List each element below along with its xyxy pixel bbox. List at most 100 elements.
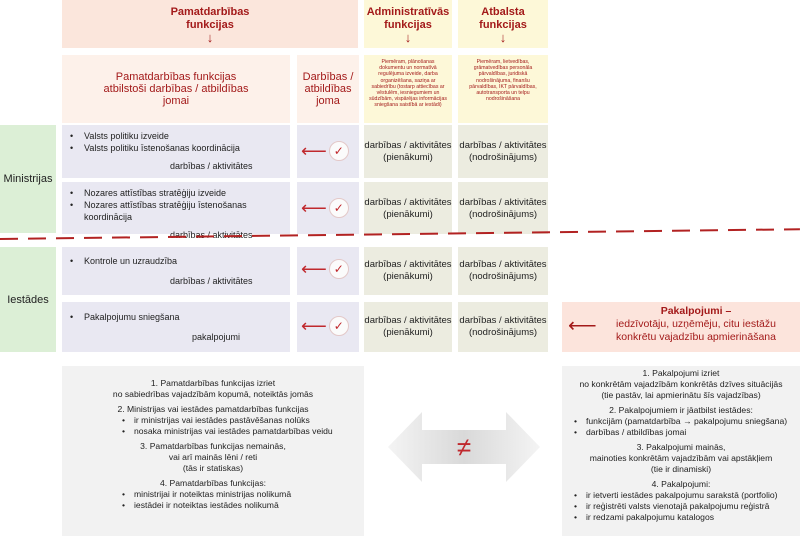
check-icon: ✓ [328, 198, 349, 218]
admin-note-box: Piemēram, plānošanas dokumentu un normat… [364, 55, 452, 123]
note-line: 3. Pakalpojumi mainās, [636, 442, 726, 452]
left-arrow-icon: ⟵ [301, 198, 327, 218]
note-line: vai arī mainās lēni / reti [168, 452, 258, 462]
admin-cell-text: (pienākumi) [383, 209, 433, 220]
admin-cell-text: (pienākumi) [383, 327, 433, 338]
check-icon: ✓ [328, 259, 349, 279]
list-item: iestādei ir noteiktas iestādes nolikumā [122, 500, 358, 511]
left-arrow-icon: ⟵ [301, 316, 327, 336]
support-note-box: Piemēram, lietvedības, grāmatvedības per… [458, 55, 548, 123]
admin-cell-text: darbības / aktivitātes [364, 259, 452, 270]
core-by-area-title: Pamatdarbības funkcijas atbilstoši darbī… [103, 71, 249, 107]
support-cell: darbības / aktivitātes(nodrošinājums) [458, 182, 548, 234]
note-line: no konkrētām vajadzībām konkrētās dzīves… [579, 379, 783, 389]
admin-cell-text: darbības / aktivitātes [364, 315, 452, 326]
services-box: ⟵ Pakalpojumi – iedzīvotāju, uzņēmēju, c… [562, 302, 800, 352]
admin-cell: darbības / aktivitātes(pienākumi) [364, 302, 452, 352]
admin-cell-text: (pienākumi) [383, 271, 433, 282]
admin-cell-text: (pienākumi) [383, 152, 433, 163]
core-by-area-header: Pamatdarbības funkcijas atbilstoši darbī… [62, 55, 290, 123]
check-icon: ✓ [328, 141, 349, 161]
admin-functions-title: Administratīvās funkcijas [366, 6, 450, 31]
admin-cell: darbības / aktivitātes(pienākumi) [364, 247, 452, 295]
note-line: 2. Pakalpojumiem ir jāatbilst iestādes: [609, 405, 753, 415]
note-line: 3. Pamatdarbības funkcijas nemainās, [140, 441, 286, 451]
note-line: 1. Pakalpojumi izriet [642, 368, 720, 378]
list-item: Nozares attīstības stratēģiju īstenošana… [70, 199, 290, 223]
area-title: Darbības / atbildības joma [302, 71, 354, 107]
admin-note: Piemēram, plānošanas dokumentu un normat… [369, 59, 447, 109]
row-services: Pakalpojumu sniegšana pakalpojumi [62, 302, 290, 352]
admin-cell-text: darbības / aktivitātes [364, 197, 452, 208]
support-cell-text: darbības / aktivitātes [459, 315, 547, 326]
services-note: 1. Pakalpojumi izriet no konkrētām vajad… [562, 366, 800, 536]
list-item: ir redzami pakalpojumu katalogos [574, 512, 798, 523]
core-functions-title: Pamatdarbības funkcijas [170, 6, 250, 31]
row-control: Kontrole un uzraudzība darbības / aktivi… [62, 247, 290, 295]
services-text: iedzīvotāju, uzņēmēju, citu iestāžu konk… [616, 318, 776, 343]
list-item: Valsts politiku īstenošanas koordinācija [70, 142, 290, 154]
support-cell-text: darbības / aktivitātes [459, 197, 547, 208]
row-sub: darbības / aktivitātes [170, 276, 253, 286]
support-cell-text: (nodrošinājums) [468, 152, 538, 163]
note-line: no sabiedrības vajadzībām kopumā, noteik… [112, 389, 314, 399]
admin-cell: darbības / aktivitātes(pienākumi) [364, 182, 452, 234]
note-line: (tie pastāv, lai apmierinātu šīs vajadzī… [601, 390, 761, 400]
row-sub: darbības / aktivitātes [170, 161, 253, 171]
note-line: 1. Pamatdarbības funkcijas izriet [150, 378, 276, 388]
core-functions-header: Pamatdarbības funkcijas ↓ [62, 0, 358, 48]
admin-cell-text: darbības / aktivitātes [364, 140, 452, 151]
list-item: nosaka ministrijas vai iestādes pamatdar… [122, 426, 358, 437]
list-item: funkcijām (pamatdarbība → pakalpojumu sn… [574, 416, 798, 427]
note-line: 2. Ministrijas vai iestādes pamatdarbība… [117, 404, 309, 414]
area-cell: ⟵✓ [297, 182, 359, 234]
list-item: ir ietverti iestādes pakalpojumu sarakst… [574, 490, 798, 501]
down-arrow-icon: ↓ [499, 30, 507, 45]
down-arrow-icon: ↓ [206, 30, 214, 45]
not-equal-symbol: ≠ [457, 432, 471, 462]
admin-functions-header: Administratīvās funkcijas ↓ [364, 0, 452, 48]
not-equal-double-arrow-icon: ≠ [388, 412, 540, 482]
support-functions-header: Atbalsta funkcijas ↓ [458, 0, 548, 48]
support-cell: darbības / aktivitātes(nodrošinājums) [458, 125, 548, 178]
support-functions-title: Atbalsta funkcijas [479, 6, 527, 31]
support-cell-text: (nodrošinājums) [468, 327, 538, 338]
left-arrow-icon: ⟵ [568, 315, 597, 337]
support-cell-text: (nodrošinājums) [468, 209, 538, 220]
note-line: 4. Pamatdarbības funkcijas: [159, 478, 267, 488]
list-item: Valsts politiku izveide [70, 130, 290, 142]
area-cell: ⟵✓ [297, 302, 359, 352]
list-item: darbības / atbildības jomai [574, 427, 798, 438]
left-arrow-icon: ⟵ [301, 141, 327, 161]
support-note: Piemēram, lietvedības, grāmatvedības per… [469, 59, 537, 103]
support-cell: darbības / aktivitātes(nodrošinājums) [458, 302, 548, 352]
institutions-label: Iestādes [0, 247, 56, 352]
row-sub: pakalpojumi [192, 332, 241, 342]
support-cell-text: darbības / aktivitātes [459, 140, 547, 151]
support-cell: darbības / aktivitātes(nodrošinājums) [458, 247, 548, 295]
note-line: (tās ir statiskas) [182, 463, 244, 473]
list-item: ir reģistrēti valsts vienotajā pakalpoju… [574, 501, 798, 512]
list-item: Pakalpojumu sniegšana [70, 311, 290, 323]
left-arrow-icon: ⟵ [301, 259, 327, 279]
area-header: Darbības / atbildības joma [297, 55, 359, 123]
list-item: Nozares attīstības stratēģiju izveide [70, 187, 290, 199]
area-cell: ⟵✓ [297, 247, 359, 295]
list-item: ir ministrijas vai iestādes pastāvēšanas… [122, 415, 358, 426]
down-arrow-icon: ↓ [404, 30, 412, 45]
check-icon: ✓ [328, 316, 349, 336]
admin-cell: darbības / aktivitātes(pienākumi) [364, 125, 452, 178]
note-line: mainoties konkrētām vajadzībām vai apstā… [589, 453, 773, 463]
support-cell-text: (nodrošinājums) [468, 271, 538, 282]
note-line: 4. Pakalpojumi: [651, 479, 711, 489]
list-item: Kontrole un uzraudzība [70, 255, 290, 267]
row-strategy: Nozares attīstības stratēģiju izveide No… [62, 182, 290, 240]
core-functions-note: 1. Pamatdarbības funkcijas izriet no sab… [62, 366, 364, 536]
area-cell: ⟵✓ [297, 125, 359, 178]
ministries-label: Ministrijas [0, 125, 56, 233]
note-line: (tie ir dinamiski) [650, 464, 712, 474]
support-cell-text: darbības / aktivitātes [459, 259, 547, 270]
services-title: Pakalpojumi – [660, 305, 732, 317]
list-item: ministrijai ir noteiktas ministrijas nol… [122, 489, 358, 500]
row-policy: Valsts politiku izveide Valsts politiku … [62, 125, 290, 178]
